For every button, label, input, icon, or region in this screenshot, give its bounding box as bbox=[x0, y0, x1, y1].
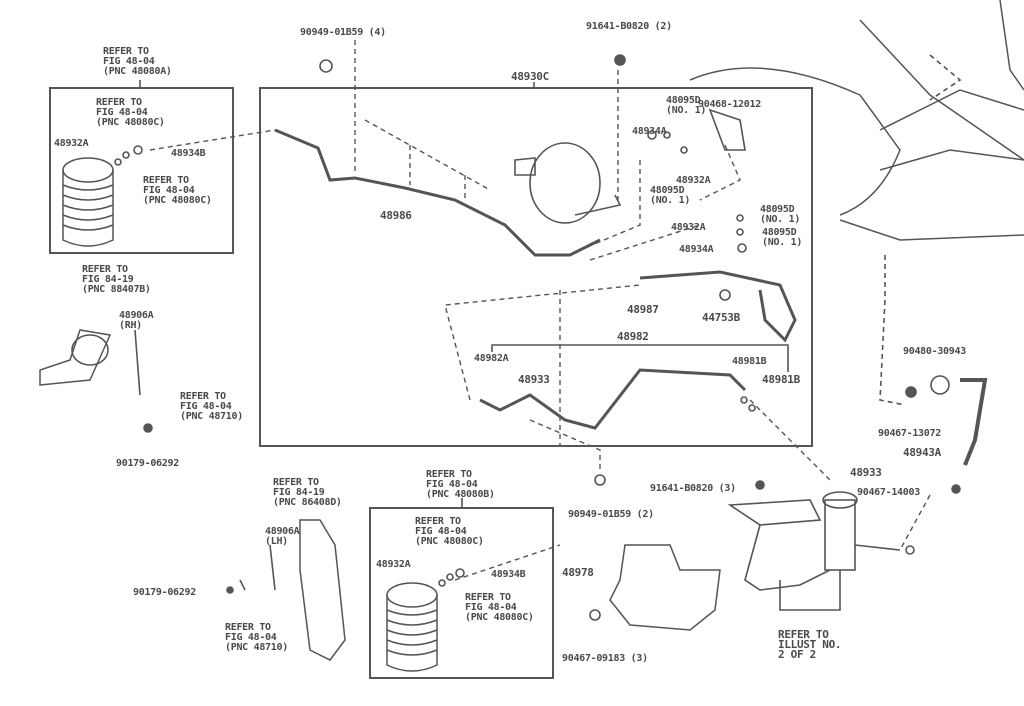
label-48906a-rh: 48906A (RH) bbox=[119, 310, 154, 331]
label-48982a: 48982A bbox=[474, 353, 509, 364]
label-90467-14003: 90467-14003 bbox=[857, 487, 920, 498]
label-48943a: 48943A bbox=[903, 446, 941, 459]
pedal-bracket-lh bbox=[299, 519, 346, 661]
label-refer-box1-top: REFER TO FIG 48-04 (PNC 48080C) bbox=[96, 97, 165, 128]
label-48095d: 48095D (NO. 1) bbox=[650, 185, 691, 206]
label-44753b: 44753B bbox=[702, 311, 740, 324]
label-90467-09183: 90467-09183 (3) bbox=[562, 653, 648, 664]
label-48934a: 48934A bbox=[679, 244, 714, 255]
label-48932a: 48932A bbox=[671, 222, 706, 233]
insulator-48978 bbox=[609, 544, 721, 631]
brake-booster bbox=[514, 142, 622, 224]
bracket-90468 bbox=[708, 108, 746, 151]
vehicle-body-outline bbox=[689, 0, 1024, 241]
label-refer-88407b: REFER TO FIG 84-19 (PNC 88407B) bbox=[82, 264, 151, 295]
tube-48986 bbox=[274, 128, 601, 257]
label-90179-06292: 90179-06292 bbox=[116, 458, 179, 469]
label-clip-top: 90949-01B59 (4) bbox=[300, 27, 386, 38]
hose-48943a bbox=[960, 378, 988, 466]
label-48095d: 48095D (NO. 1) bbox=[762, 227, 803, 248]
pedal-bracket-rh bbox=[39, 329, 112, 386]
label-90480-30943: 90480-30943 bbox=[903, 346, 966, 357]
label-refer-48710: REFER TO FIG 48-04 (PNC 48710) bbox=[180, 391, 243, 422]
label-refer-86408d: REFER TO FIG 84-19 (PNC 86408D) bbox=[273, 477, 342, 508]
label-clip-2: 90949-01B59 (2) bbox=[568, 509, 654, 520]
label-48982: 48982 bbox=[617, 330, 649, 343]
label-refer-box2-top: REFER TO FIG 48-04 (PNC 48080C) bbox=[415, 516, 484, 547]
label-refer-48080a: REFER TO FIG 48-04 (PNC 48080A) bbox=[103, 46, 172, 77]
label-48934b: 48934B bbox=[491, 569, 526, 580]
label-refer-48080b: REFER TO FIG 48-04 (PNC 48080B) bbox=[426, 469, 495, 500]
label-refer-box2-bottom: REFER TO FIG 48-04 (PNC 48080C) bbox=[465, 592, 534, 623]
tube-48987 bbox=[639, 270, 797, 343]
label-48932a: 48932A bbox=[54, 138, 89, 149]
label-90179-06292: 90179-06292 bbox=[133, 587, 196, 598]
master-cylinder-assembly bbox=[727, 491, 901, 611]
tube-48982 bbox=[479, 368, 747, 430]
label-48933: 48933 bbox=[518, 373, 550, 386]
label-48933: 48933 bbox=[850, 466, 882, 479]
label-48987: 48987 bbox=[627, 303, 659, 316]
label-48981b: 48981B bbox=[732, 356, 767, 367]
main-assembly-label: 48930C bbox=[511, 70, 549, 83]
label-refer-box1-bottom: REFER TO FIG 48-04 (PNC 48080C) bbox=[143, 175, 212, 206]
label-48932a: 48932A bbox=[376, 559, 411, 570]
label-48986: 48986 bbox=[380, 209, 412, 222]
label-48934a: 48934A bbox=[632, 126, 667, 137]
label-48095d: 48095D (NO. 1) bbox=[760, 204, 801, 225]
label-48095d: 48095D (NO. 1) bbox=[666, 95, 707, 116]
label-48978: 48978 bbox=[562, 566, 594, 579]
label-bolt-3: 91641-B0820 (3) bbox=[650, 483, 736, 494]
left-top-box bbox=[49, 87, 234, 254]
label-48981b: 48981B bbox=[762, 373, 800, 386]
label-refer-48710: REFER TO FIG 48-04 (PNC 48710) bbox=[225, 622, 288, 653]
label-48932a: 48932A bbox=[676, 175, 711, 186]
label-90468-12012: 90468-12012 bbox=[698, 99, 761, 110]
label-48906a-lh: 48906A (LH) bbox=[265, 526, 300, 547]
label-refer-illust: REFER TO ILLUST NO. 2 OF 2 bbox=[778, 628, 842, 661]
label-90467-13072: 90467-13072 bbox=[878, 428, 941, 439]
main-assembly-box bbox=[259, 87, 813, 447]
bellows-top bbox=[62, 157, 114, 247]
label-bolt-top: 91641-B0820 (2) bbox=[586, 21, 672, 32]
label-48934b: 48934B bbox=[171, 148, 206, 159]
bellows-bottom bbox=[386, 582, 438, 672]
